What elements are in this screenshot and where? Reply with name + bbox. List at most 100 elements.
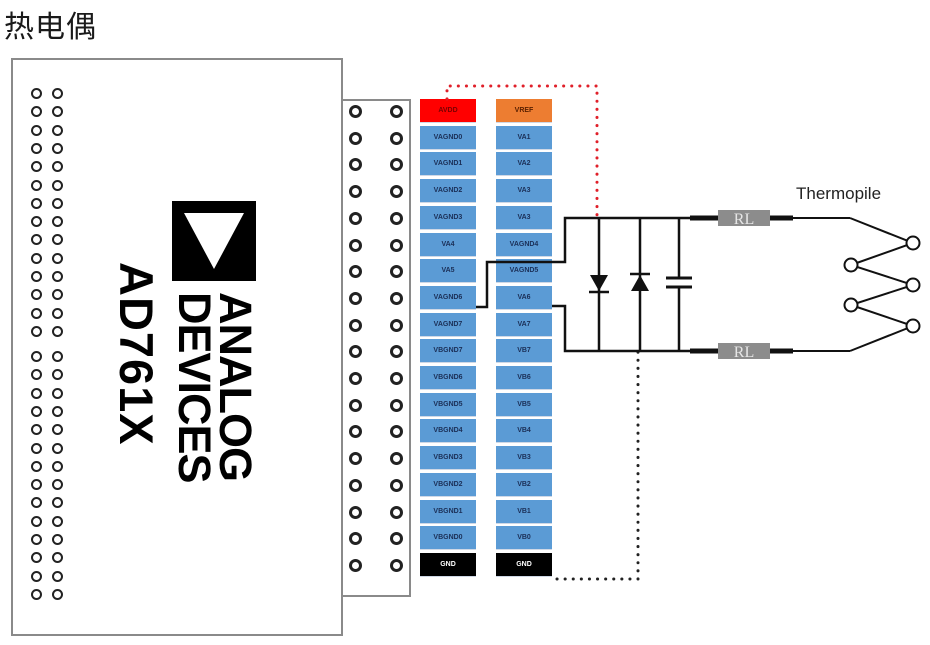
pin-label-vb5: VB5 xyxy=(496,392,552,416)
pin-label-vb7: VB7 xyxy=(496,339,552,363)
connector-pin-hole xyxy=(349,105,362,118)
connector-pin-hole xyxy=(349,185,362,199)
pin-label-va3: VA3 xyxy=(496,205,552,229)
connector-pin-hole xyxy=(390,105,403,118)
header-pin-hole xyxy=(52,271,63,282)
header-pin-hole xyxy=(31,570,42,582)
header-pin-hole xyxy=(52,179,63,191)
header-pin-hole xyxy=(52,106,63,118)
connector-pin-hole xyxy=(349,265,362,279)
connector-pin-hole xyxy=(390,185,403,199)
connector-pin-hole xyxy=(349,372,362,385)
pin-label-va7: VA7 xyxy=(496,312,552,336)
connector-pin-hole xyxy=(349,238,362,252)
header-pin-hole xyxy=(52,234,63,246)
analog-devices-logo-icon xyxy=(172,201,256,281)
pin-label-vbgnd3: VBGND3 xyxy=(420,446,476,470)
header-pin-hole xyxy=(31,351,42,362)
connector-pin-hole xyxy=(390,558,403,572)
connector-pin-hole xyxy=(390,291,403,305)
header-pin-hole xyxy=(31,424,42,436)
header-pin-hole xyxy=(52,570,63,582)
pin-label-vbgnd1: VBGND1 xyxy=(420,499,476,523)
pin-label-vbgnd0: VBGND0 xyxy=(420,526,476,550)
connector-pin-hole xyxy=(349,478,362,492)
connector-pin-hole xyxy=(390,478,403,492)
header-pin-hole xyxy=(31,588,42,600)
pin-label-vb0: VB0 xyxy=(496,526,552,550)
header-pin-hole xyxy=(52,515,63,527)
pin-label-vb6: VB6 xyxy=(496,366,552,389)
thermopile-zigzag xyxy=(847,217,917,352)
pin-label-gnd: GND xyxy=(420,552,476,576)
connector-pin-hole xyxy=(349,345,362,359)
connector-pin-hole xyxy=(390,345,403,359)
connector-pin-hole xyxy=(349,318,362,332)
resistor-rl-bottom-label: RL xyxy=(734,344,754,361)
connector-pin-hole xyxy=(349,532,362,546)
header-pin-hole xyxy=(52,88,63,99)
pin-label-vb1: VB1 xyxy=(496,499,552,523)
pin-label-vb4: VB4 xyxy=(496,419,552,443)
header-pin-hole xyxy=(31,497,42,509)
pin-label-va1: VA1 xyxy=(496,125,552,149)
header-pin-hole xyxy=(31,534,42,545)
header-pin-hole xyxy=(31,252,42,264)
resistor-rl-top-label: RL xyxy=(734,211,754,228)
header-pin-hole xyxy=(31,124,42,136)
pin-label-vbgnd4: VBGND4 xyxy=(420,419,476,443)
pin-label-vb3: VB3 xyxy=(496,446,552,470)
pin-label-vagnd5: VAGND5 xyxy=(496,259,552,283)
header-pin-hole xyxy=(52,460,63,472)
header-pin-hole xyxy=(52,325,63,337)
header-pin-hole xyxy=(31,216,42,228)
header-pin-hole xyxy=(52,142,63,154)
header-pin-hole xyxy=(31,479,42,491)
header-pin-hole xyxy=(52,351,63,362)
connector-pin-hole xyxy=(349,558,362,572)
header-pin-hole xyxy=(31,552,42,564)
header-pin-hole xyxy=(31,387,42,399)
triangle-icon xyxy=(184,213,244,269)
thermo-junction xyxy=(843,297,859,313)
header-pin-hole xyxy=(31,369,42,381)
header-pin-hole xyxy=(52,197,63,209)
pin-label-vbgnd2: VBGND2 xyxy=(420,472,476,496)
pin-label-vagnd7: VAGND7 xyxy=(420,312,476,336)
gnd-wire xyxy=(555,350,640,581)
header-pin-hole xyxy=(52,289,63,301)
thermo-junction xyxy=(843,257,859,273)
pin-label-vbgnd5: VBGND5 xyxy=(420,392,476,416)
connector-pin-hole xyxy=(349,211,362,225)
header-pin-hole xyxy=(52,497,63,509)
connector-pin-hole xyxy=(390,131,403,145)
connector-pin-hole xyxy=(390,238,403,252)
header-pin-hole xyxy=(31,515,42,527)
va6-wire xyxy=(552,304,690,353)
header-pin-hole xyxy=(52,442,63,454)
header-pin-hole xyxy=(52,552,63,564)
connector-pin-hole xyxy=(390,372,403,385)
resistor-rl-bottom xyxy=(718,343,770,359)
header-pin-hole xyxy=(52,588,63,600)
header-pin-hole xyxy=(31,460,42,472)
header-pin-hole xyxy=(52,216,63,228)
diode-1-icon xyxy=(590,275,608,291)
pin-label-vref: VREF xyxy=(496,99,552,122)
pin-label-vagnd1: VAGND1 xyxy=(420,152,476,176)
resistor-rl-top xyxy=(718,210,770,226)
connector-pin-hole xyxy=(390,211,403,225)
connector-pin-hole xyxy=(349,452,362,466)
diode-2-icon xyxy=(631,275,649,291)
connector-pin-hole xyxy=(349,398,362,412)
header-pin-hole xyxy=(31,197,42,209)
connector-pin-hole xyxy=(390,532,403,546)
avdd-wire xyxy=(445,84,599,220)
header-pin-hole xyxy=(52,424,63,436)
pin-label-vagnd0: VAGND0 xyxy=(420,125,476,149)
header-pin-hole xyxy=(52,479,63,491)
connector-pin-hole xyxy=(349,131,362,145)
header-pin-hole xyxy=(31,142,42,154)
header-pin-hole xyxy=(52,252,63,264)
